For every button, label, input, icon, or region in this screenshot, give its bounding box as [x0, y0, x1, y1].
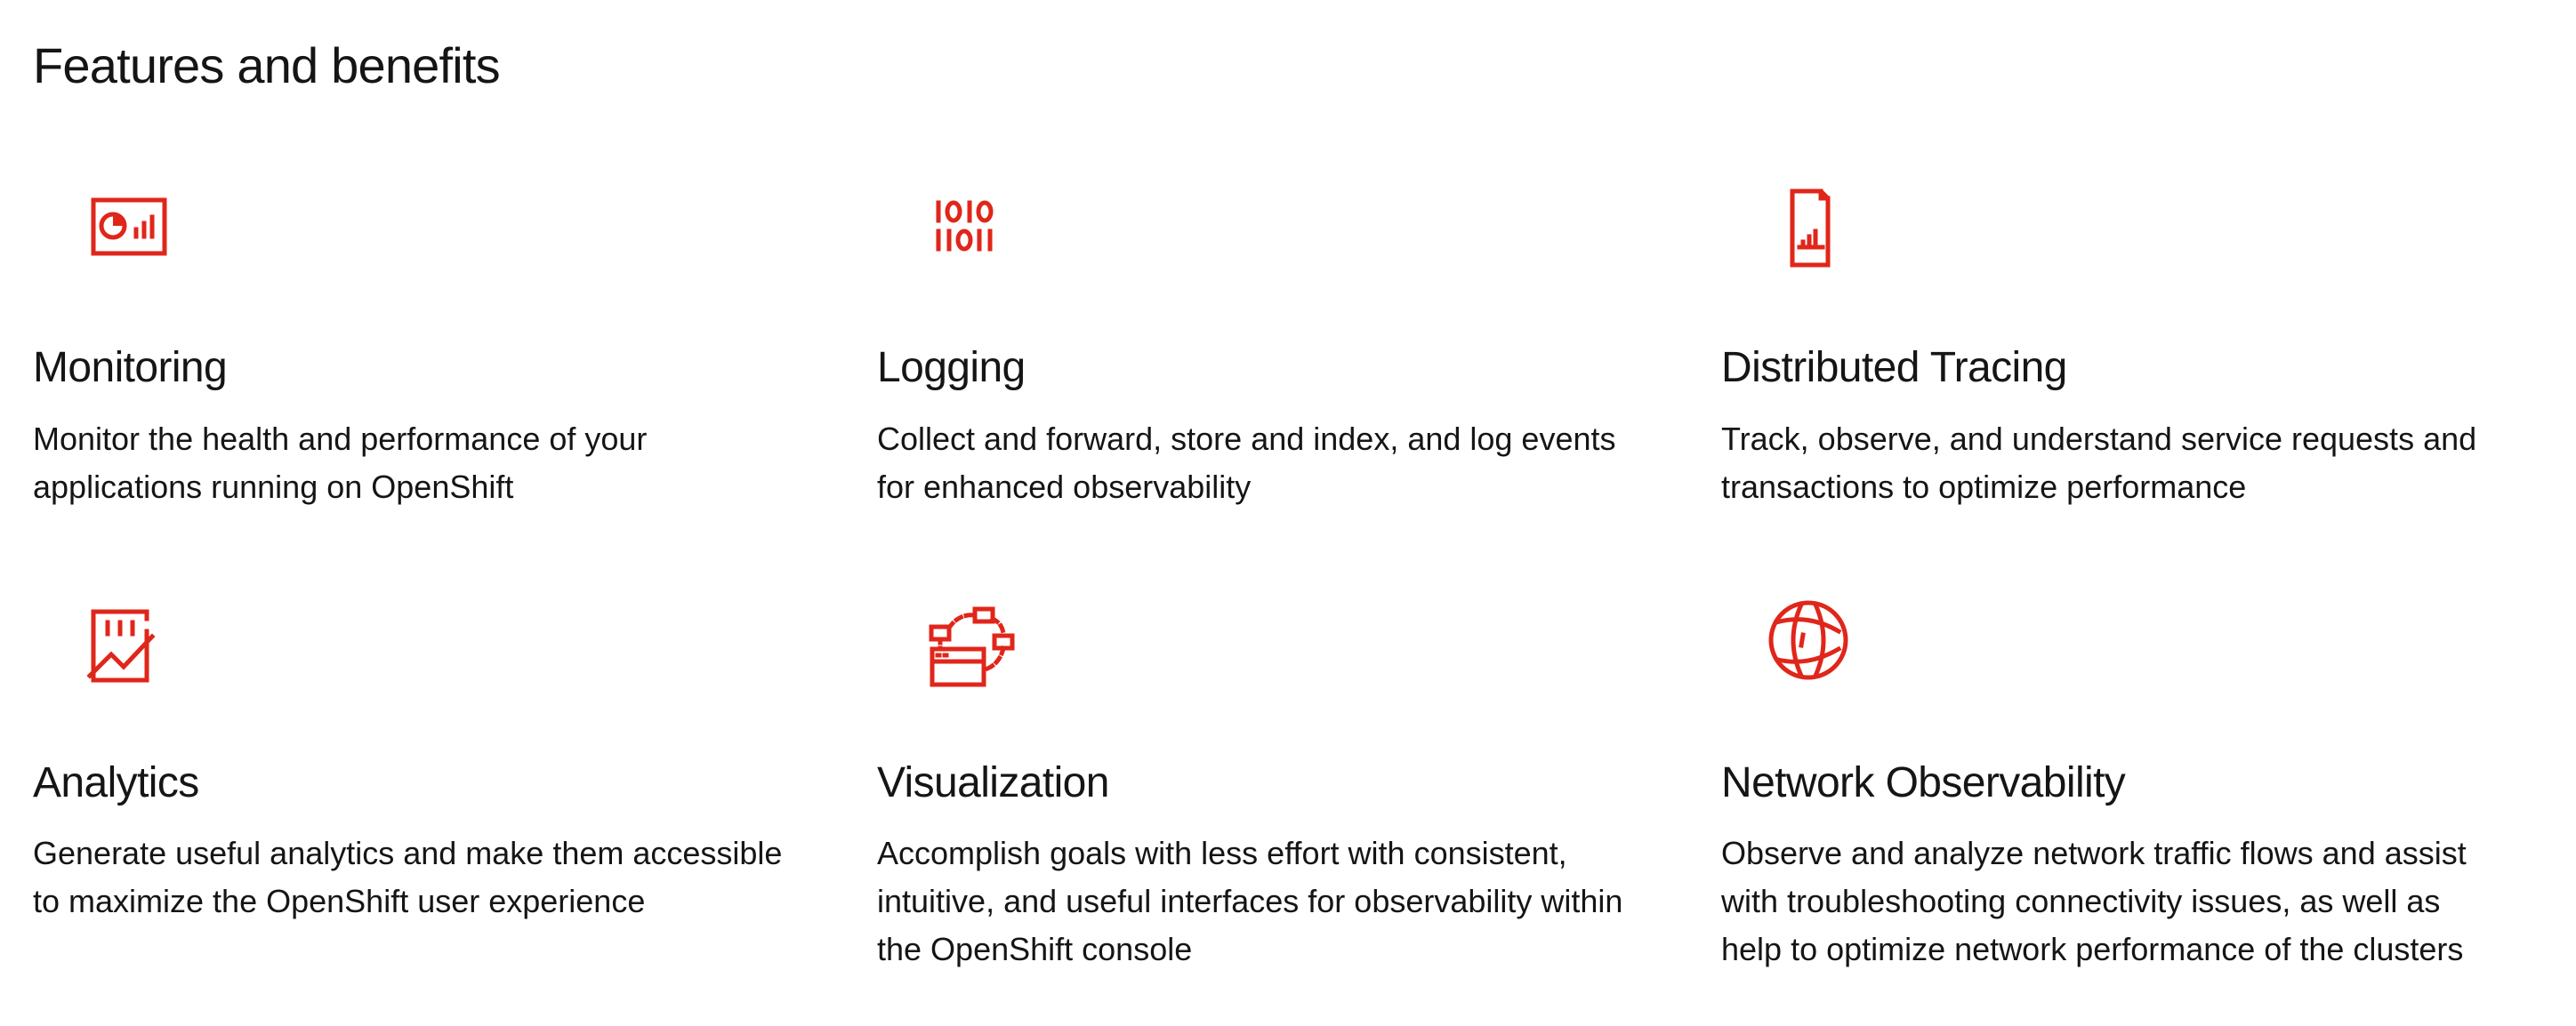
trend-analytics-icon: [58, 578, 182, 702]
feature-title: Logging: [877, 344, 1026, 391]
binary-data-icon: [902, 160, 1026, 285]
feature-title: Visualization: [877, 759, 1109, 806]
dashboard-chart-icon: [58, 160, 182, 285]
feature-description: Generate useful analytics and make them …: [33, 835, 783, 919]
feature-title: Distributed Tracing: [1721, 344, 2067, 391]
feature-title: Monitoring: [33, 344, 228, 391]
feature-description: Track, observe, and understand service r…: [1721, 421, 2477, 505]
feature-description: Accomplish goals with less effort with c…: [877, 835, 1623, 967]
feature-description: Observe and analyze network traffic flow…: [1721, 835, 2467, 967]
feature-title: Network Observability: [1721, 759, 2126, 806]
section-title: Features and benefits: [33, 37, 501, 93]
document-chart-icon: [1746, 160, 1871, 285]
workflow-window-icon: [902, 578, 1026, 702]
feature-description: Collect and forward, store and index, an…: [877, 421, 1616, 505]
feature-description: Monitor the health and performance of yo…: [33, 421, 648, 505]
feature-title: Analytics: [33, 759, 199, 806]
network-globe-icon: [1746, 578, 1871, 702]
